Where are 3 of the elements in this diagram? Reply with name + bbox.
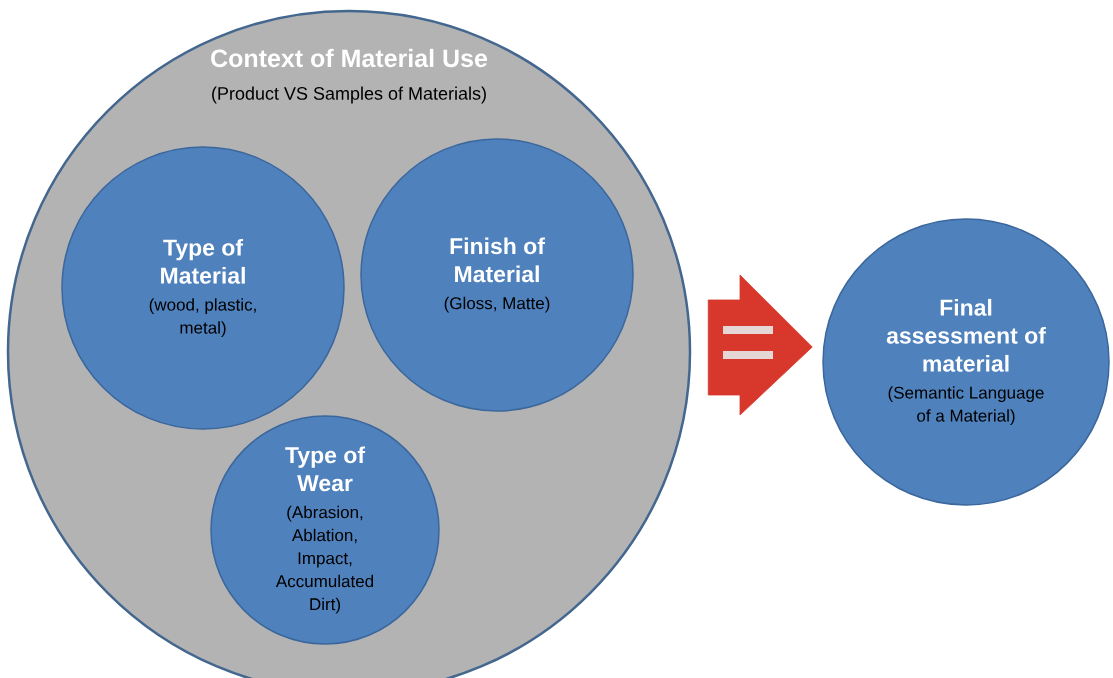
circle-subtitle: (Product VS Samples of Materials) bbox=[212, 86, 486, 104]
block-arrow bbox=[707, 274, 813, 416]
circle-title: Context of Material Use bbox=[211, 48, 488, 68]
